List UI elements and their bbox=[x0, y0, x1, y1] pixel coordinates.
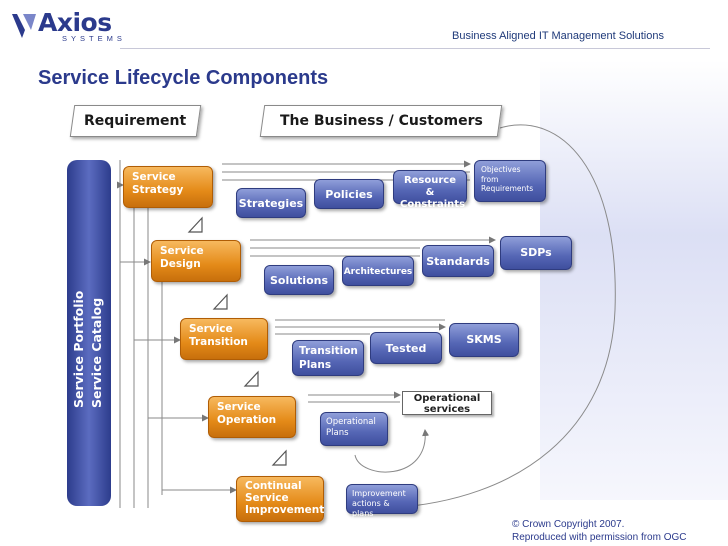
output-tested: Tested bbox=[370, 332, 442, 364]
output-line: Resource & bbox=[403, 175, 457, 198]
stage-step-marker bbox=[212, 293, 228, 310]
output-label: Policies bbox=[325, 188, 373, 201]
stage-line: Service bbox=[245, 492, 289, 504]
stage-service-design: Service Design bbox=[151, 240, 241, 282]
stage-step-marker bbox=[187, 216, 203, 233]
output-label: Strategies bbox=[238, 197, 304, 210]
output-solutions: Solutions bbox=[264, 265, 334, 295]
operational-services-box: Operational services bbox=[402, 391, 492, 415]
small-loop-arc bbox=[354, 429, 430, 473]
axios-logo-icon bbox=[10, 10, 38, 40]
output-line: from bbox=[481, 174, 499, 184]
ops-line: services bbox=[423, 404, 471, 415]
output-line: Constraints bbox=[400, 199, 466, 210]
output-line: Operational bbox=[326, 417, 376, 427]
output-standards: Standards bbox=[422, 245, 494, 277]
output-line: actions & plans bbox=[352, 499, 390, 518]
tagline: Business Aligned IT Management Solutions bbox=[452, 30, 664, 42]
output-sdps: SDPs bbox=[500, 236, 572, 270]
output-line: Objectives bbox=[481, 165, 521, 174]
output-skms: SKMS bbox=[449, 323, 519, 357]
requirement-label: Requirement bbox=[69, 105, 202, 137]
output-label: SKMS bbox=[466, 333, 502, 346]
output-strategies: Strategies bbox=[236, 188, 306, 218]
output-line: Plans bbox=[299, 359, 332, 371]
business-customers-text: The Business / Customers bbox=[279, 113, 483, 129]
logo-sub: SYSTEMS bbox=[62, 34, 126, 43]
sidebar-line1: Service Portfolio bbox=[71, 290, 86, 408]
stage-service-operation: Service Operation bbox=[208, 396, 296, 438]
ops-line: Operational bbox=[413, 393, 481, 404]
copyright-line: Reproduced with permission from OGC bbox=[512, 532, 687, 543]
requirement-text: Requirement bbox=[84, 113, 187, 129]
stage-line: Service bbox=[217, 401, 261, 413]
output-label: Tested bbox=[385, 342, 427, 355]
stage-line: Service bbox=[132, 171, 176, 183]
output-line: Plans bbox=[326, 428, 349, 438]
logo-word: Axios bbox=[38, 8, 112, 37]
output-line: Requirements bbox=[481, 184, 534, 193]
copyright-line: © Crown Copyright 2007. bbox=[512, 519, 625, 530]
page-title: Service Lifecycle Components bbox=[38, 67, 329, 89]
stage-line: Continual bbox=[245, 480, 302, 492]
output-objectives: Objectives from Requirements bbox=[474, 160, 546, 202]
output-resource-constraints: Resource & Constraints bbox=[393, 170, 467, 210]
stage-step-marker bbox=[271, 449, 287, 466]
output-line: Improvement bbox=[352, 489, 406, 498]
stage-line: Design bbox=[160, 258, 201, 270]
copyright-notice: © Crown Copyright 2007. Reproduced with … bbox=[512, 518, 687, 544]
output-architectures: Architectures bbox=[342, 256, 414, 286]
output-line: Transition bbox=[299, 345, 358, 357]
stage-line: Service bbox=[160, 245, 204, 257]
feedback-arc bbox=[389, 124, 616, 509]
sidebar-line2: Service Catalog bbox=[89, 297, 104, 408]
stage-line: Strategy bbox=[132, 184, 184, 196]
background-gradient bbox=[540, 60, 728, 500]
output-label: Architectures bbox=[343, 267, 413, 277]
business-customers-label: The Business / Customers bbox=[259, 105, 503, 137]
output-policies: Policies bbox=[314, 179, 384, 209]
output-label: Solutions bbox=[269, 274, 329, 287]
output-operational-plans: Operational Plans bbox=[320, 412, 388, 446]
stage-continual-improvement: Continual Service Improvement bbox=[236, 476, 324, 522]
stage-service-strategy: Service Strategy bbox=[123, 166, 213, 208]
stage-line: Service bbox=[189, 323, 233, 335]
stage-step-marker bbox=[243, 370, 259, 387]
output-label: Standards bbox=[426, 255, 490, 268]
service-portfolio-sidebar: Service Portfolio Service Catalog bbox=[67, 160, 111, 506]
header-divider bbox=[120, 48, 710, 49]
output-improvement-actions: Improvement actions & plans bbox=[346, 484, 418, 518]
stage-line: Improvement bbox=[245, 504, 325, 516]
stage-line: Operation bbox=[217, 414, 277, 426]
stage-line: Transition bbox=[189, 336, 248, 348]
output-transition-plans: Transition Plans bbox=[292, 340, 364, 376]
stage-service-transition: Service Transition bbox=[180, 318, 268, 360]
output-label: SDPs bbox=[520, 246, 552, 259]
